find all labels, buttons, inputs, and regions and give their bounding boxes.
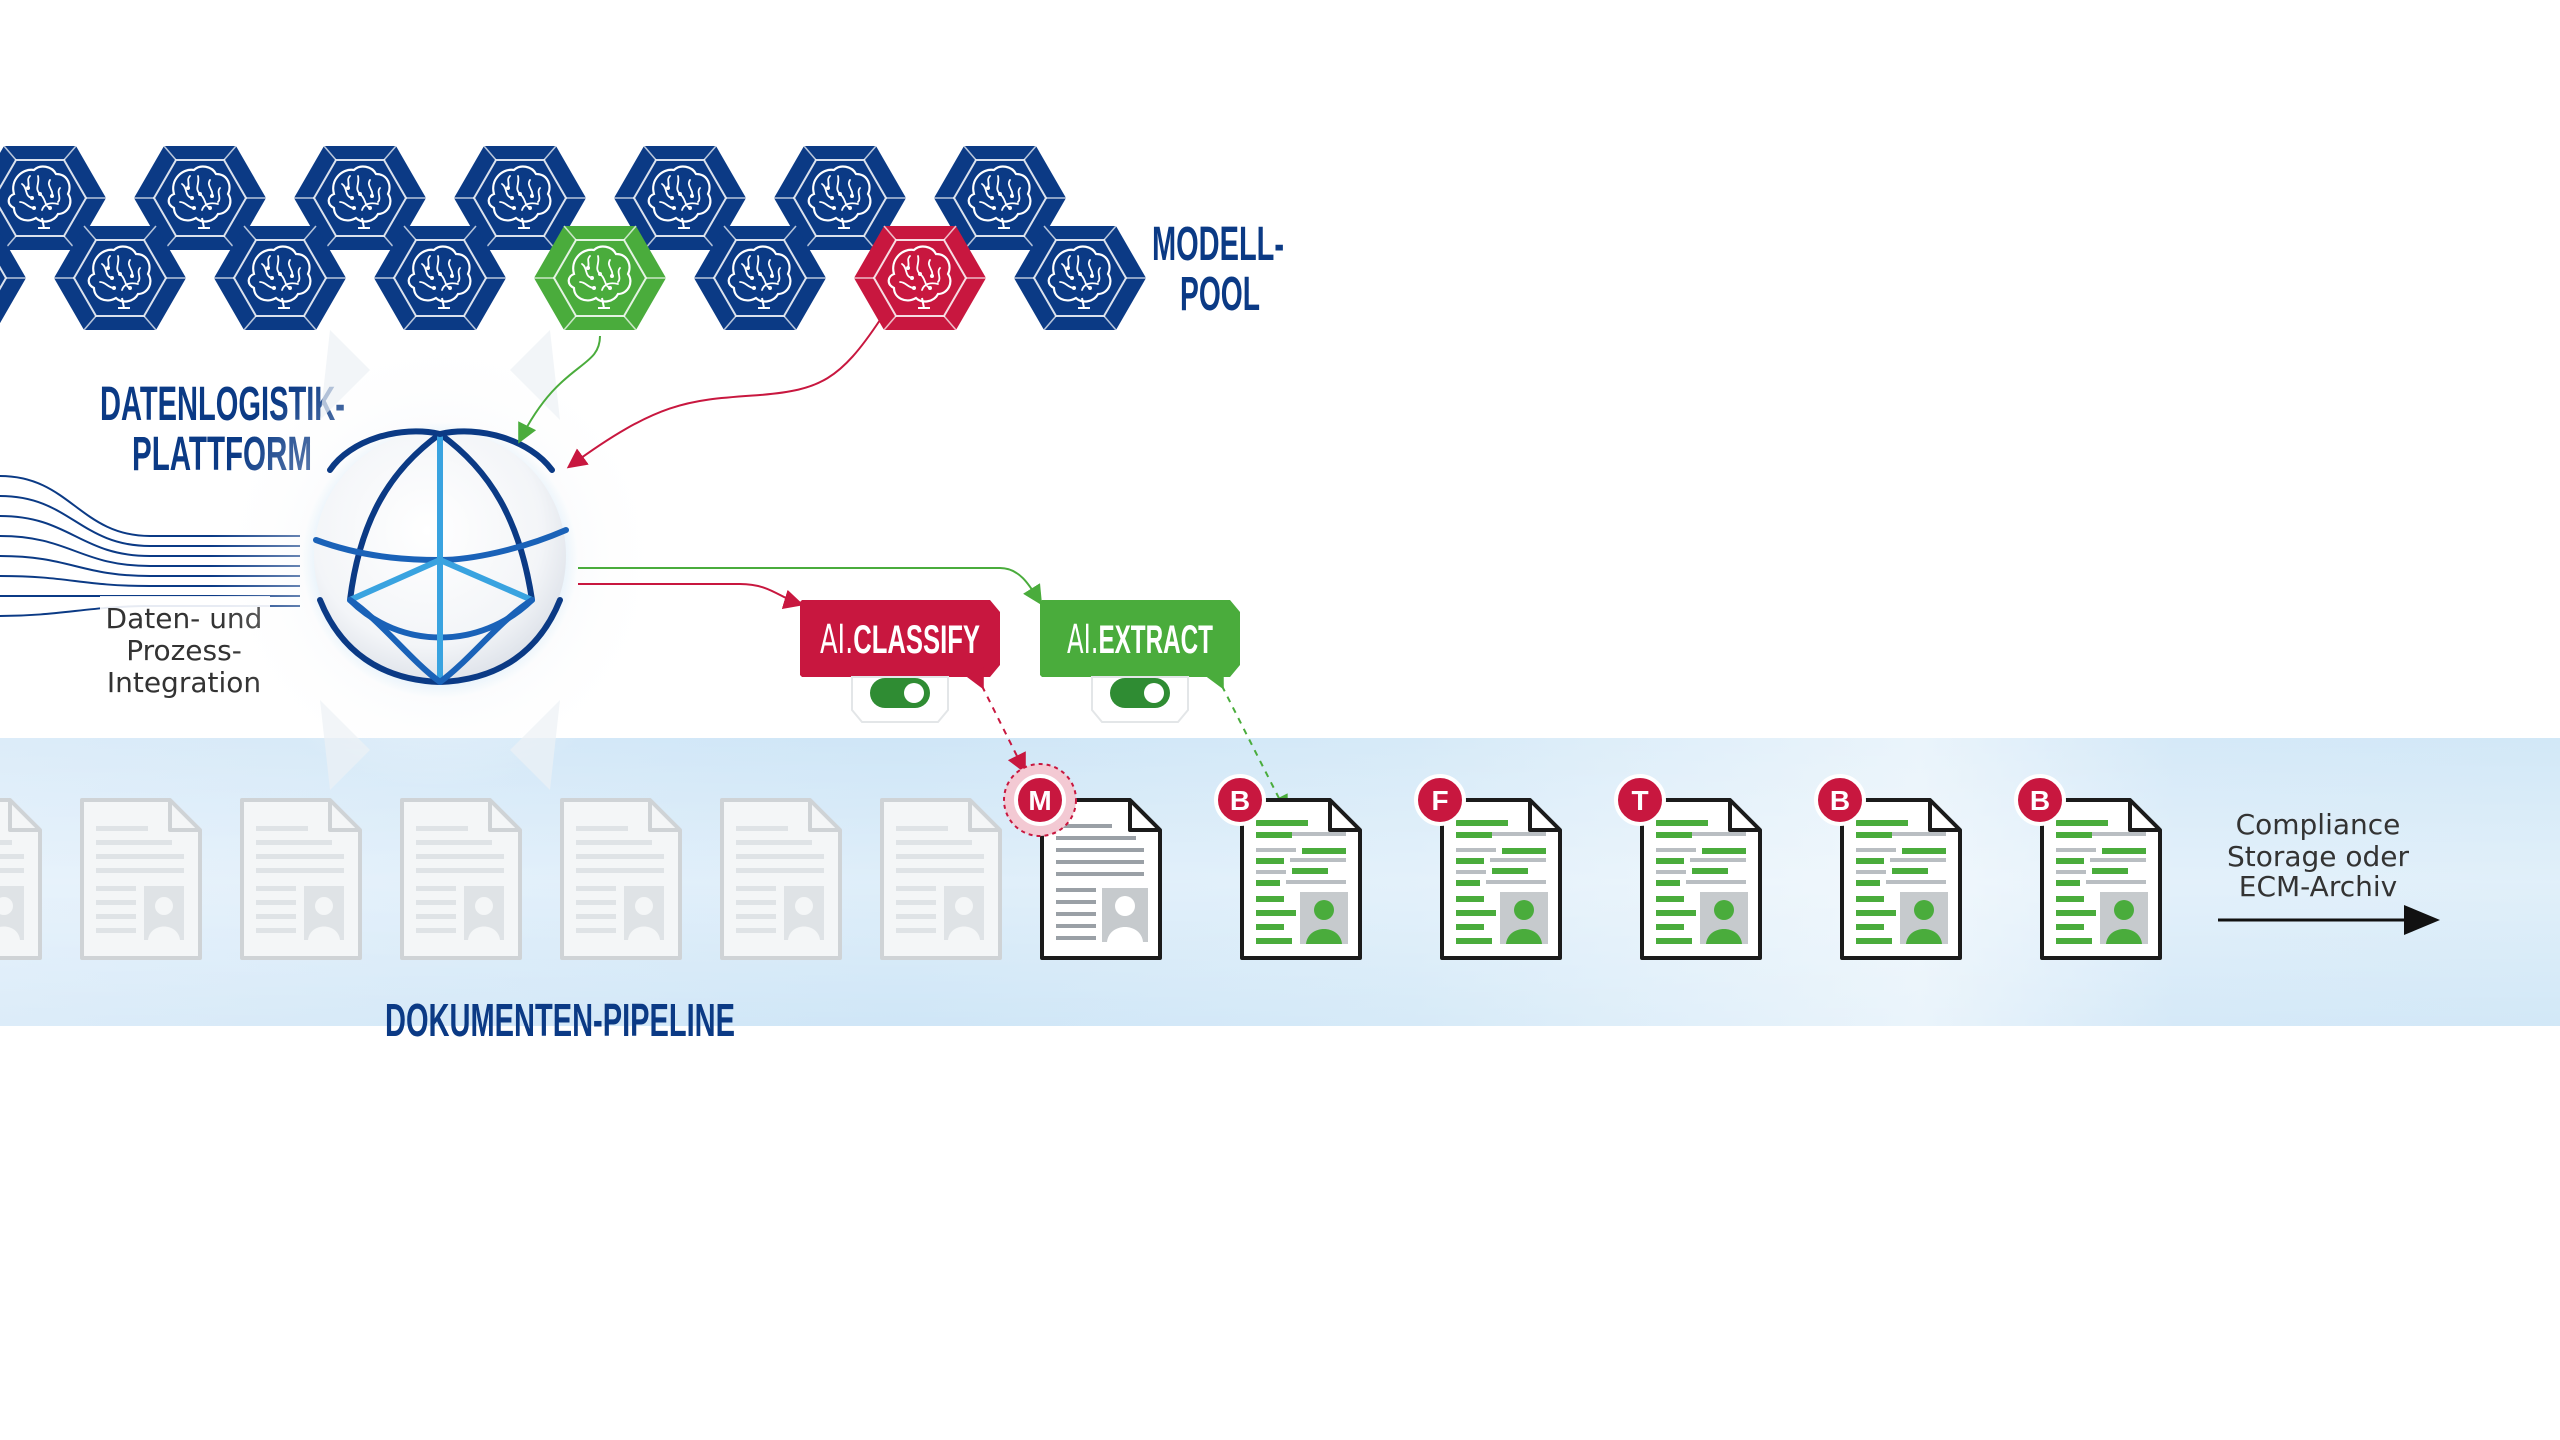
module-ai-extract-name: EXTRACT — [1098, 618, 1213, 662]
document-extracted — [1240, 798, 1362, 960]
output-label-line2: Storage oder — [2227, 840, 2410, 873]
document-unprocessed — [80, 798, 202, 960]
globe-network-icon — [313, 428, 569, 686]
document-unprocessed — [400, 798, 522, 960]
model-pool-title-line2: POOL — [1180, 268, 1260, 321]
module-ai-classify-name: CLASSIFY — [853, 618, 980, 662]
document-unprocessed — [240, 798, 362, 960]
document-badge — [1814, 774, 1866, 826]
model-to-platform-arrows — [518, 319, 881, 469]
integration-label-line3: Integration — [107, 666, 261, 699]
integration-label: Daten- und Prozess- Integration — [100, 596, 270, 706]
output-label-line3: ECM-Archiv — [2239, 870, 2397, 903]
integration-lines — [0, 475, 300, 617]
platform-hub — [210, 330, 670, 790]
document-unprocessed — [720, 798, 842, 960]
document-badge — [1414, 774, 1466, 826]
output-label: Compliance Storage oder ECM-Archiv — [2227, 808, 2410, 903]
document-unprocessed — [0, 798, 42, 960]
module-ai-classify[interactable]: AI.CLASSIFY — [800, 600, 1000, 723]
pipeline-title: DOKUMENTEN-PIPELINE — [385, 994, 735, 1046]
module-doc-connections — [965, 667, 1288, 816]
module-ai-classify-prefix: AI. — [820, 617, 853, 663]
document-extracted — [1440, 798, 1562, 960]
module-ai-extract[interactable]: AI.EXTRACT — [1040, 600, 1240, 723]
model-pool-title: MODELL- POOL — [1152, 218, 1284, 321]
module-ai-extract-toggle[interactable] — [1110, 678, 1170, 708]
document-unprocessed — [560, 798, 682, 960]
model-pool-title-line1: MODELL- — [1152, 218, 1284, 271]
document-badge-letter: M — [1028, 785, 1051, 816]
document-badge — [1214, 774, 1266, 826]
document-unprocessed — [880, 798, 1002, 960]
svg-text:AI.CLASSIFY: AI.CLASSIFY — [820, 617, 980, 663]
output-label-line1: Compliance — [2236, 808, 2401, 841]
svg-text:AI.EXTRACT: AI.EXTRACT — [1067, 617, 1213, 663]
module-ai-extract-prefix: AI. — [1067, 617, 1098, 663]
document-extracted — [1840, 798, 1962, 960]
document-badge-letter: B — [1830, 785, 1850, 816]
integration-label-line2: Prozess- — [126, 634, 242, 667]
document-extracted — [2040, 798, 2162, 960]
document-badge-letter: B — [1230, 785, 1250, 816]
module-ai-classify-toggle[interactable] — [870, 678, 930, 708]
document-badge-letter: B — [2030, 785, 2050, 816]
platform-to-module-arrows — [578, 567, 1043, 609]
document-badge-letter: F — [1431, 785, 1448, 816]
document-badge — [1614, 774, 1666, 826]
model-pool-tiles — [0, 145, 1147, 331]
document-badge — [1014, 774, 1066, 826]
document-badge-letter: T — [1631, 785, 1648, 816]
document-extracted — [1640, 798, 1762, 960]
document-badge — [2014, 774, 2066, 826]
